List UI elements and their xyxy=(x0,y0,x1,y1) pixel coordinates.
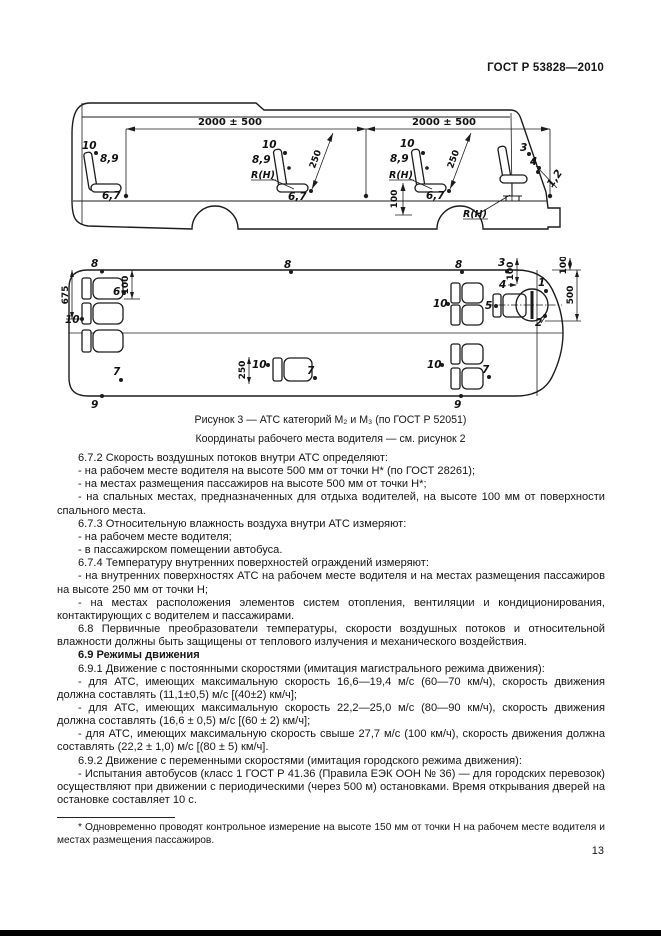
point-label: 8,9 xyxy=(100,153,119,165)
driver-seat xyxy=(497,145,528,201)
point-label: R(H) xyxy=(463,209,487,220)
paragraph: 6.9.2 Движение с переменными скоростями … xyxy=(78,754,522,767)
paragraph: - для АТС, имеющих максимальную скорость… xyxy=(57,728,605,754)
point-label: 3 xyxy=(498,257,505,269)
paragraph: - для АТС, имеющих максимальную скорость… xyxy=(57,701,605,728)
footnote-rule xyxy=(57,817,175,818)
dim-label: 500 xyxy=(566,286,576,305)
bus-outline xyxy=(71,102,561,230)
paragraph: - на местах расположения элементов систе… xyxy=(57,596,605,622)
point-label: R(H) xyxy=(389,170,413,181)
paragraph: - на рабочем месте водителя на высоте 50… xyxy=(78,465,476,478)
section-heading: 6.9 Режимы движения xyxy=(78,649,200,662)
point-label: 2 xyxy=(535,317,542,329)
figure-caption: Рисунок 3 — АТС категорий М₂ и М₃ (по ГО… xyxy=(194,414,467,426)
point-label: R(H) xyxy=(251,170,275,181)
point-label: 10 xyxy=(262,139,277,151)
paragraph: - на спальных местах, предназначенных дл… xyxy=(57,491,605,517)
dim-label: 100 xyxy=(559,257,569,274)
dimension-lines xyxy=(66,258,581,384)
point-dots xyxy=(80,269,548,398)
dim-label: 2000 ± 500 xyxy=(198,117,262,128)
point-label: 6,7 xyxy=(288,191,307,203)
point-label: 7 xyxy=(113,366,121,378)
paragraph: 6.7.3 Относительную влажность воздуха вн… xyxy=(78,517,407,530)
paragraph: 6.7.4 Температуру внутренних поверхносте… xyxy=(78,557,429,570)
right-seat-group-lower xyxy=(450,343,484,390)
point-label: 4 xyxy=(498,279,506,291)
point-label: 10 xyxy=(82,140,97,152)
point-label: 7 xyxy=(307,365,315,377)
footnote-text: Одновременно проводят контрольное измере… xyxy=(57,822,605,846)
paragraph: - на рабочем месте водителя; xyxy=(78,530,232,543)
point-label: 8,9 xyxy=(252,154,271,166)
paragraph: 6.8 Первичные преобразователи температур… xyxy=(57,623,605,649)
scan-edge-bar xyxy=(0,930,661,936)
dim-label: 675 xyxy=(61,286,71,305)
paragraph: 6.7.2 Скорость воздушных потоков внутри … xyxy=(78,452,389,464)
point-label: 8,9 xyxy=(390,153,409,165)
paragraph: - для АТС, имеющих максимальную скорость… xyxy=(57,675,605,701)
point-label: 6,7 xyxy=(102,190,121,202)
right-seat-group-upper xyxy=(450,282,484,326)
point-label: 3 xyxy=(520,142,527,154)
left-seat-group xyxy=(81,277,124,353)
figure-subcaption: Координаты рабочего места водителя — см.… xyxy=(195,433,466,445)
middle-seat xyxy=(272,148,313,193)
point-label: 8 xyxy=(284,259,291,271)
bus-plan-view-drawing: 675 100 100 100 500 250 8 8 8 3 4 5 1 2 … xyxy=(61,257,581,411)
middle-lower-seat xyxy=(272,357,313,382)
dim-label: 250 xyxy=(238,361,248,380)
bus-side-view-drawing: 2000 ± 500 2000 ± 500 100 250 250 10 8,9… xyxy=(71,102,565,230)
dim-label: 2000 ± 500 xyxy=(412,117,476,128)
footnote-marker: * xyxy=(78,822,82,833)
point-label: 1,2 xyxy=(545,168,565,190)
dim-label: 100 xyxy=(121,276,131,295)
point-label: 10 xyxy=(252,359,267,371)
point-label: 10 xyxy=(427,359,442,371)
point-label: 6,7 xyxy=(426,190,445,202)
standard-number: ГОСТ Р 53828—2010 xyxy=(487,62,604,74)
paragraph: - на внутренних поверхностях АТС на рабо… xyxy=(57,570,605,596)
point-label: 8 xyxy=(91,258,98,270)
page-number: 13 xyxy=(591,845,604,857)
dim-label: 100 xyxy=(506,262,516,281)
dimension-lines xyxy=(123,126,558,220)
point-label: 4 xyxy=(529,156,537,168)
paragraph: - Испытания автобусов (класс 1 ГОСТ Р 41… xyxy=(57,767,605,807)
paragraph: 6.9.1 Движение с постоянными скоростями … xyxy=(78,662,545,675)
footnote: * Одновременно проводят контрольное изме… xyxy=(57,821,605,847)
point-label: 5 xyxy=(485,300,492,312)
point-label: 8 xyxy=(455,259,462,271)
point-label: 10 xyxy=(65,314,80,326)
body-text: 6.7.2 Скорость воздушных потоков внутри … xyxy=(57,452,605,807)
point-label: 10 xyxy=(400,138,415,150)
paragraph: - в пассажирском помещении автобуса. xyxy=(78,544,283,557)
point-label: 7 xyxy=(482,364,490,376)
point-label: 1 xyxy=(538,277,545,289)
point-label: 10 xyxy=(433,298,448,310)
dim-label: 250 xyxy=(446,149,462,170)
dim-label: 250 xyxy=(308,149,324,170)
point-label: 9 xyxy=(454,399,461,411)
point-label: 9 xyxy=(91,399,98,411)
paragraph: - на местах размещения пассажиров на выс… xyxy=(78,478,427,491)
rear-seat xyxy=(83,151,122,193)
front-passenger-seat xyxy=(410,148,451,193)
point-label: 6 xyxy=(113,286,120,298)
dim-label: 100 xyxy=(390,190,400,209)
